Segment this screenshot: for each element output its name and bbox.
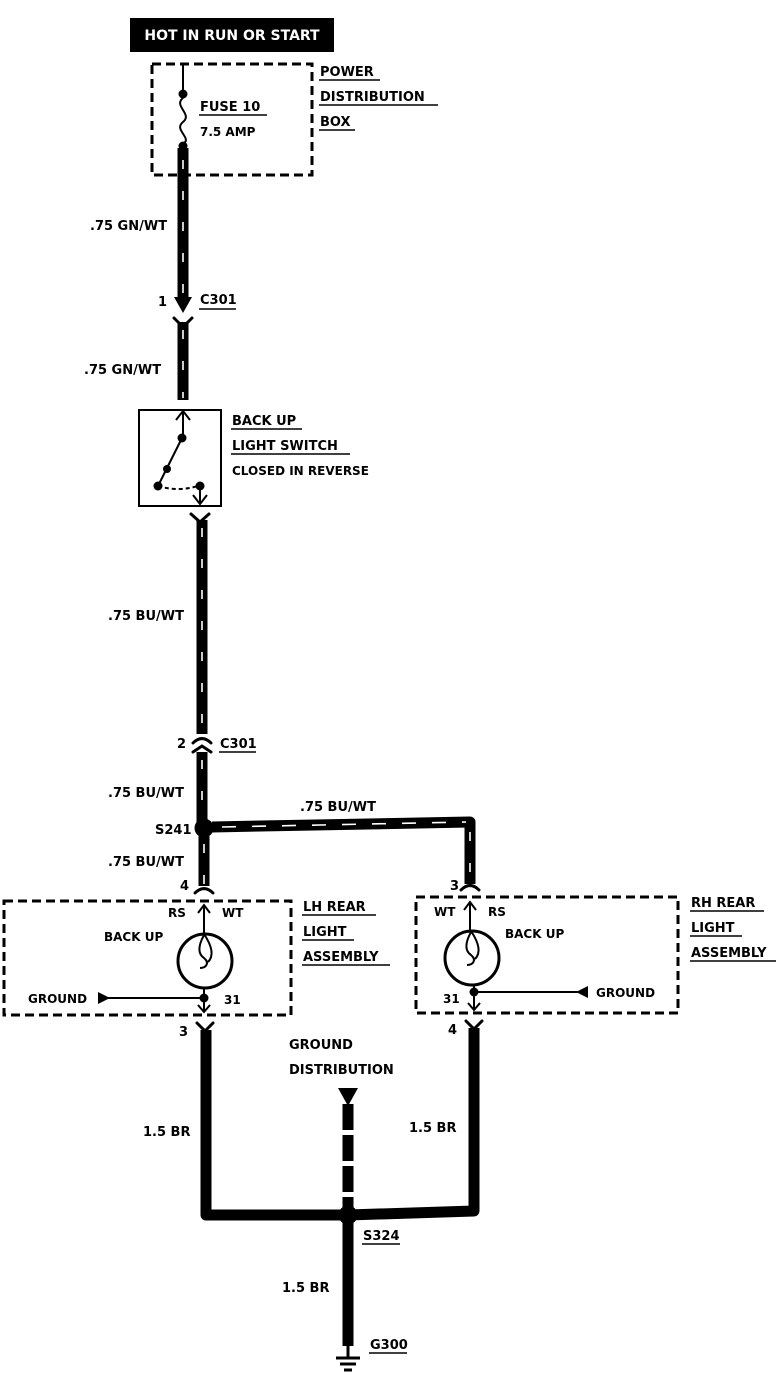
c301-pin1: 1 xyxy=(158,295,167,310)
lh-wt-label: WT xyxy=(222,906,244,920)
rh-pin31: 31 xyxy=(443,992,460,1006)
splice-s241 xyxy=(194,818,214,838)
lh-pin4-male-icon xyxy=(193,887,215,895)
rh-output-arrow-icon xyxy=(467,1002,481,1012)
lh-bulb-icon xyxy=(176,932,234,990)
wire-label-gn-wt-2: .75 GN/WT xyxy=(84,363,161,378)
rh-name-line3: ASSEMBLY xyxy=(691,946,767,961)
fuse-terminal-top xyxy=(178,89,188,99)
c301-pin2-male-icon xyxy=(191,737,213,745)
rh-wt-label: WT xyxy=(434,905,456,919)
wire-label-bu-wt-1: .75 BU/WT xyxy=(108,609,184,624)
rh-bulb-icon xyxy=(443,929,501,987)
splice-s324 xyxy=(338,1205,358,1225)
lh-bulb-label: BACK UP xyxy=(104,930,163,944)
lh-pin-bottom: 3 xyxy=(179,1025,188,1040)
rh-rear-light-assembly-box xyxy=(414,895,680,1015)
rh-ground-label: GROUND xyxy=(596,986,655,1000)
lh-ground-label: GROUND xyxy=(28,992,87,1006)
wire-label-bu-wt-rh: .75 BU/WT xyxy=(300,800,376,815)
ground-distribution-line2: DISTRIBUTION xyxy=(289,1063,394,1078)
lh-pin3-female-icon xyxy=(195,1021,215,1034)
rh-pin4-female-icon xyxy=(464,1019,484,1032)
wire-label-gn-wt-1: .75 GN/WT xyxy=(90,219,167,234)
pdb-title-line1: POWER xyxy=(320,65,374,80)
wire-label-br-rh: 1.5 BR xyxy=(409,1121,456,1136)
switch-note: CLOSED IN REVERSE xyxy=(232,464,369,478)
splice-s241-label: S241 xyxy=(155,823,192,838)
switch-name-line1: BACK UP xyxy=(232,414,296,429)
wire-label-br-lh: 1.5 BR xyxy=(143,1125,190,1140)
ground-g300-label: G300 xyxy=(370,1338,408,1353)
lh-ground-arrow-icon xyxy=(98,992,110,1004)
c301-pin2-female-icon xyxy=(191,744,213,754)
rh-name-line2: LIGHT xyxy=(691,921,735,936)
rh-pin-top: 3 xyxy=(450,879,459,894)
wire-label-br-ground: 1.5 BR xyxy=(282,1281,329,1296)
lh-pin-top: 4 xyxy=(180,879,189,894)
switch-output-arrow-icon xyxy=(192,494,208,506)
lh-pin31: 31 xyxy=(224,993,241,1007)
pdb-title-line3: BOX xyxy=(320,115,351,130)
ground-distribution-arrow-icon xyxy=(338,1088,358,1106)
ground-g300-icon xyxy=(336,1346,360,1372)
switch-name-line2: LIGHT SWITCH xyxy=(232,439,338,454)
hot-label-box xyxy=(130,18,334,52)
c301-bottom-name: C301 xyxy=(220,737,257,752)
rh-name-line1: RH REAR xyxy=(691,896,755,911)
fuse-icon xyxy=(179,97,187,145)
pdb-title-line2: DISTRIBUTION xyxy=(320,90,425,105)
wire-br-rh xyxy=(347,1028,480,1221)
wire-label-bu-wt-2: .75 BU/WT xyxy=(108,786,184,801)
c301-pin1-arrow-icon xyxy=(174,297,192,313)
rh-pin3-male-icon xyxy=(459,884,481,892)
power-distribution-box xyxy=(150,62,314,177)
lh-rear-light-assembly-box xyxy=(2,899,293,1017)
fuse-rating: 7.5 AMP xyxy=(200,125,256,139)
splice-s324-label: S324 xyxy=(363,1229,400,1244)
c301-pin2: 2 xyxy=(177,737,186,752)
hot-label: HOT IN RUN OR START xyxy=(144,28,320,44)
ground-distribution-line1: GROUND xyxy=(289,1038,353,1053)
rh-pin-bottom: 4 xyxy=(448,1023,457,1038)
lh-output-arrow-icon xyxy=(197,1004,211,1014)
fuse-name: FUSE 10 xyxy=(200,100,260,115)
wire-label-bu-wt-3: .75 BU/WT xyxy=(108,855,184,870)
backup-light-switch-box xyxy=(138,409,222,507)
rh-bulb-label: BACK UP xyxy=(505,927,564,941)
lh-name-line1: LH REAR xyxy=(303,900,366,915)
wire-bu-wt-to-rh xyxy=(211,816,476,884)
wire-br-lh xyxy=(200,1030,348,1221)
lh-name-line3: ASSEMBLY xyxy=(303,950,379,965)
rh-ground-arrow-icon xyxy=(576,986,588,998)
c301-top-name: C301 xyxy=(200,293,237,308)
lh-rs-label: RS xyxy=(168,906,186,920)
switch-blade xyxy=(157,437,183,487)
rh-rs-label: RS xyxy=(488,905,506,919)
lh-name-line2: LIGHT xyxy=(303,925,347,940)
